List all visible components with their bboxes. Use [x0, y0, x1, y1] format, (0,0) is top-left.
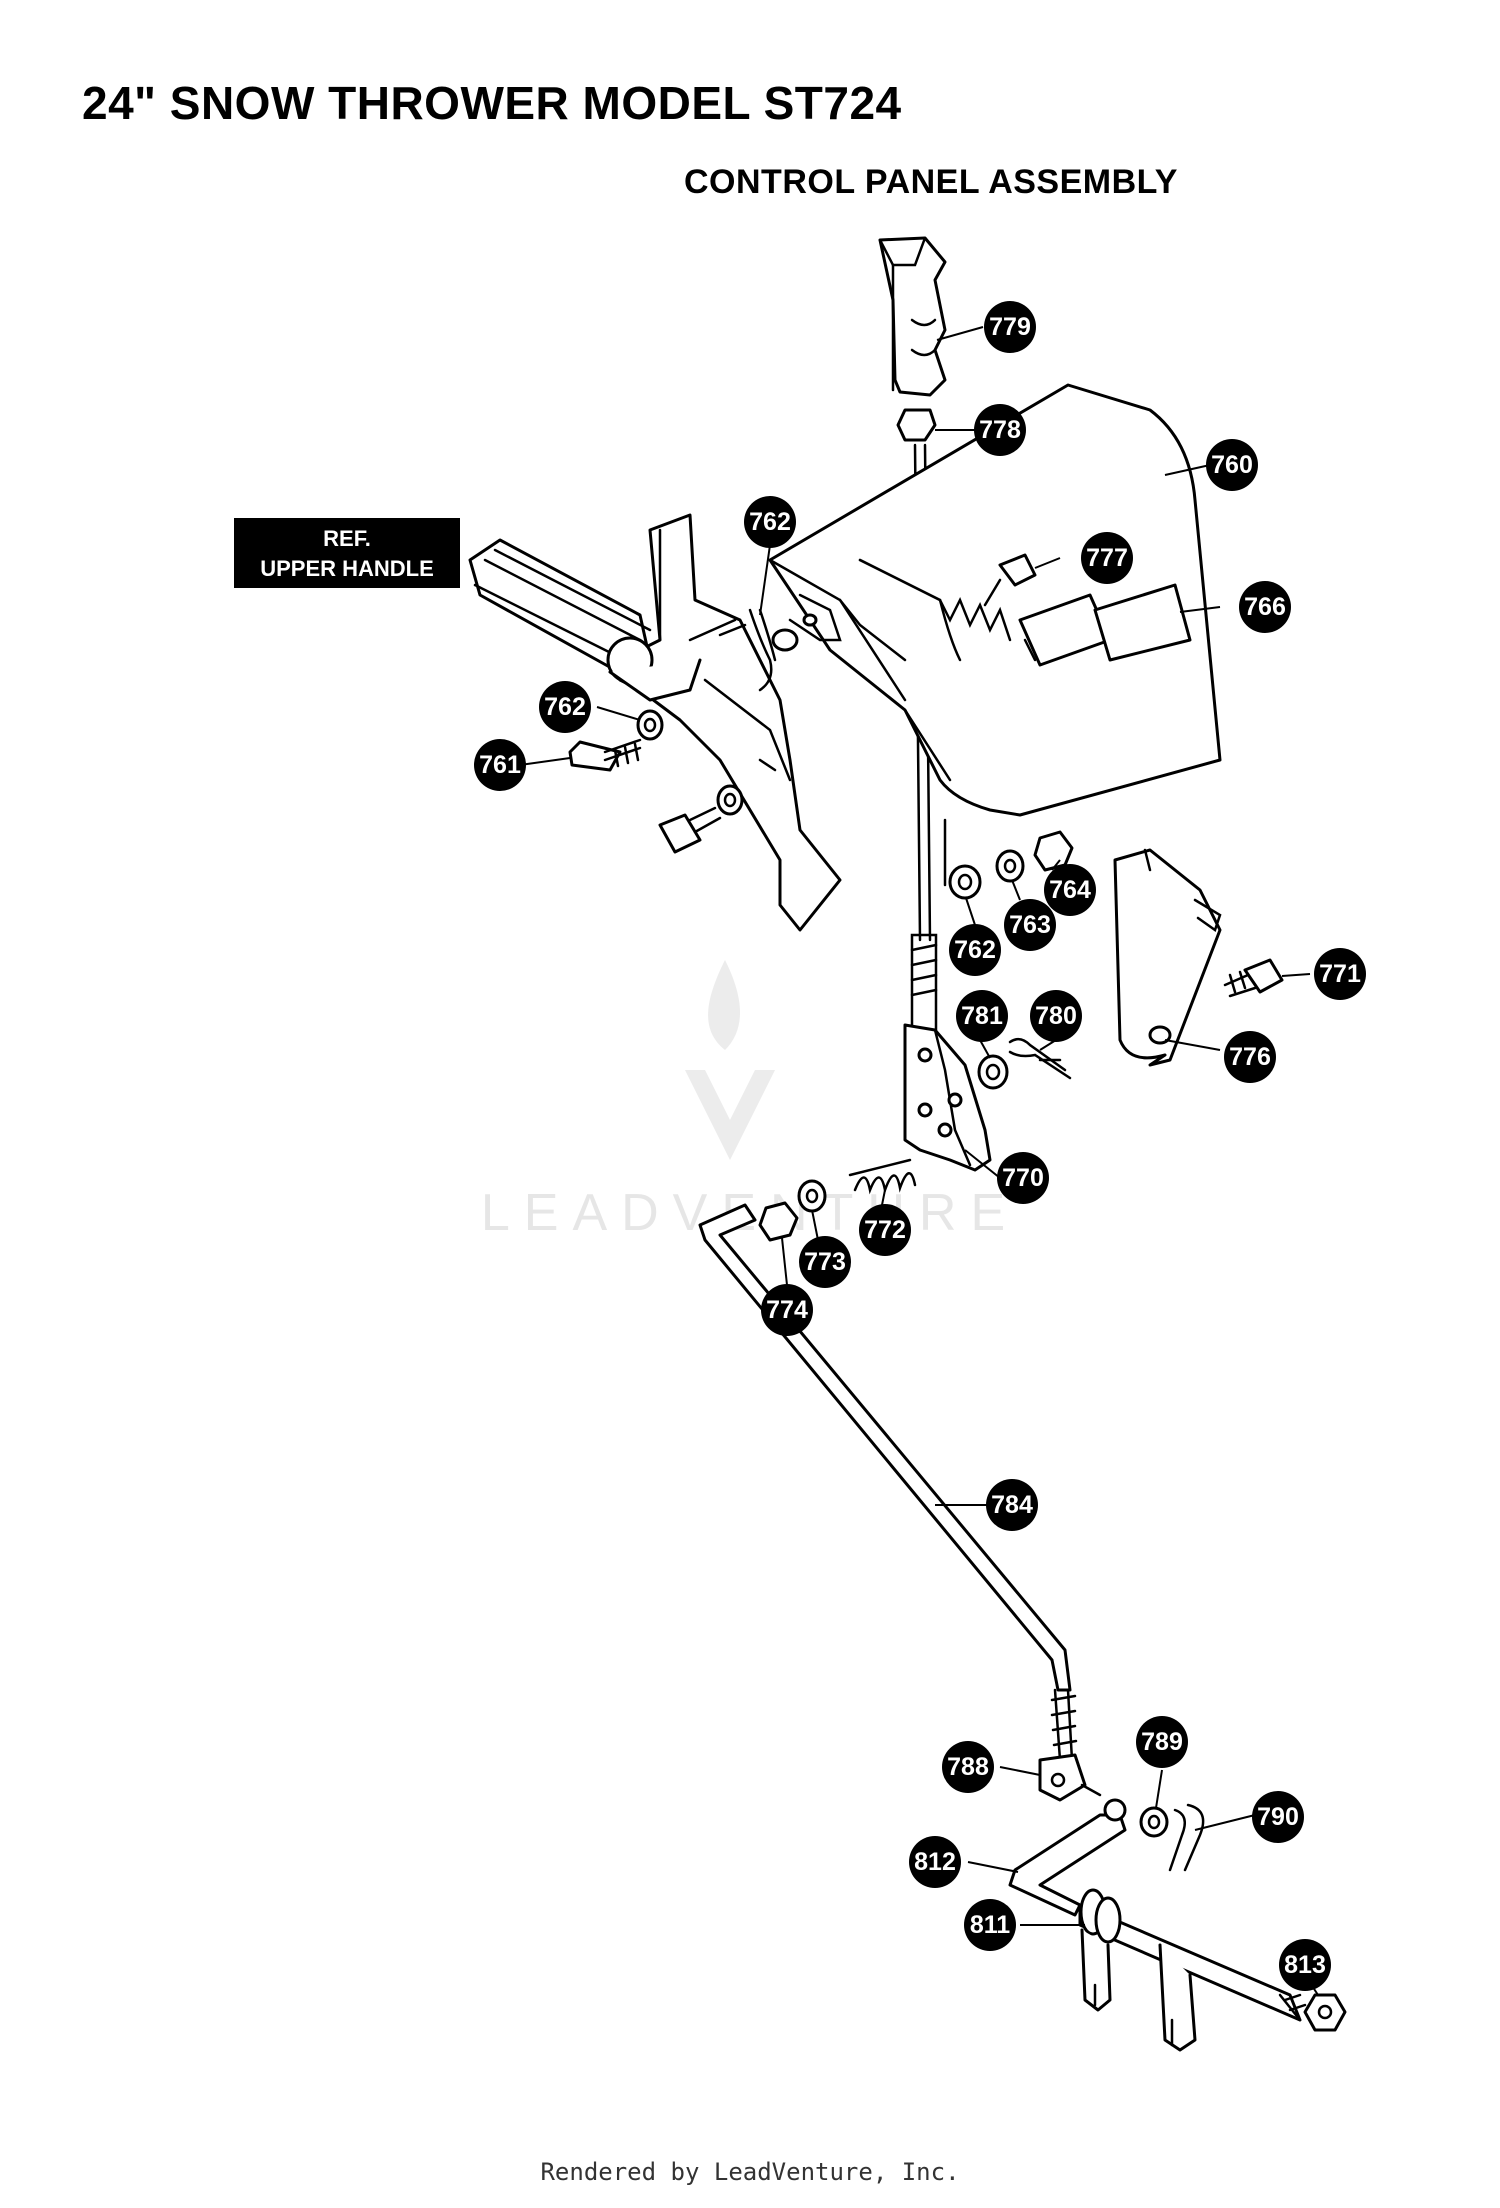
callout-762[interactable]: 762 [539, 681, 591, 733]
callouts: 779 778 760 762 777 766 762 761 764 763 … [474, 301, 1366, 1991]
spring-clip[interactable] [748, 608, 818, 692]
callout-763[interactable]: 763 [1004, 899, 1056, 951]
svg-text:772: 772 [864, 1216, 906, 1244]
svg-text:779: 779 [989, 313, 1031, 341]
control-panel[interactable] [768, 383, 1222, 817]
shift-shaft-assembly[interactable] [1008, 1798, 1347, 2052]
svg-text:790: 790 [1257, 1803, 1299, 1831]
callout-778[interactable]: 778 [974, 404, 1026, 456]
svg-text:760: 760 [1211, 451, 1253, 479]
callout-762[interactable]: 762 [949, 924, 1001, 976]
hairpin-clip[interactable] [977, 1037, 1072, 1090]
svg-text:762: 762 [749, 508, 791, 536]
callout-766[interactable]: 766 [1239, 581, 1291, 633]
callout-790[interactable]: 790 [1252, 1791, 1304, 1843]
shift-handle-grip[interactable] [878, 236, 947, 397]
callout-761[interactable]: 761 [474, 739, 526, 791]
svg-text:781: 781 [961, 1002, 1003, 1030]
washer-stack[interactable] [943, 818, 1074, 900]
svg-text:788: 788 [947, 1753, 989, 1781]
upper-handle[interactable] [468, 538, 702, 702]
washer-and-clip[interactable] [1139, 1803, 1205, 1872]
reference-label-line2: UPPER HANDLE [260, 556, 434, 581]
shift-decal[interactable] [1018, 583, 1192, 667]
callout-779[interactable]: 779 [984, 301, 1036, 353]
callout-771[interactable]: 771 [1314, 948, 1366, 1000]
callout-770[interactable]: 770 [997, 1152, 1049, 1204]
svg-text:762: 762 [954, 936, 996, 964]
svg-text:811: 811 [970, 1911, 1010, 1939]
shift-plate[interactable] [903, 1023, 992, 1172]
svg-text:784: 784 [991, 1491, 1033, 1519]
reference-label: REF. UPPER HANDLE [234, 518, 460, 588]
callout-773[interactable]: 773 [799, 1236, 851, 1288]
callout-811[interactable]: 811 [964, 1899, 1016, 1951]
callout-784[interactable]: 784 [986, 1479, 1038, 1531]
callout-776[interactable]: 776 [1224, 1031, 1276, 1083]
svg-text:812: 812 [914, 1848, 956, 1876]
svg-text:763: 763 [1009, 911, 1051, 939]
pivot-bolt[interactable] [568, 709, 664, 772]
svg-text:780: 780 [1035, 1002, 1077, 1030]
callout-813[interactable]: 813 [1279, 1939, 1331, 1991]
shift-bracket-plate[interactable] [1113, 848, 1222, 1067]
handle-nut[interactable] [896, 408, 937, 442]
callout-780[interactable]: 780 [1030, 990, 1082, 1042]
svg-text:777: 777 [1086, 544, 1128, 572]
callout-764[interactable]: 764 [1044, 864, 1096, 916]
svg-text:778: 778 [979, 416, 1021, 444]
svg-text:761: 761 [479, 751, 521, 779]
callout-762[interactable]: 762 [744, 496, 796, 548]
bracket-bolt[interactable] [1223, 958, 1284, 998]
callout-772[interactable]: 772 [859, 1204, 911, 1256]
footer-credit: Rendered by LeadVenture, Inc. [540, 2158, 960, 2186]
callout-781[interactable]: 781 [956, 990, 1008, 1042]
svg-text:813: 813 [1284, 1951, 1326, 1979]
svg-text:771: 771 [1319, 960, 1361, 988]
callout-774[interactable]: 774 [761, 1284, 813, 1336]
ferrule[interactable] [1038, 1753, 1102, 1802]
svg-text:774: 774 [766, 1296, 808, 1324]
svg-text:776: 776 [1229, 1043, 1271, 1071]
diagram-subtitle: CONTROL PANEL ASSEMBLY [684, 163, 1178, 201]
svg-text:789: 789 [1141, 1728, 1183, 1756]
svg-text:766: 766 [1244, 593, 1286, 621]
callout-760[interactable]: 760 [1206, 439, 1258, 491]
decal-screw[interactable] [983, 553, 1037, 607]
callout-812[interactable]: 812 [909, 1836, 961, 1888]
callout-789[interactable]: 789 [1136, 1716, 1188, 1768]
spring-assembly[interactable] [758, 1158, 917, 1242]
callout-788[interactable]: 788 [942, 1741, 994, 1793]
svg-text:770: 770 [1002, 1164, 1044, 1192]
page-title: 24" SNOW THROWER MODEL ST724 [82, 77, 902, 129]
reference-label-line1: REF. [323, 526, 371, 551]
callout-777[interactable]: 777 [1081, 532, 1133, 584]
svg-text:762: 762 [544, 693, 586, 721]
svg-text:773: 773 [804, 1248, 846, 1276]
svg-text:764: 764 [1049, 876, 1091, 904]
lower-bolt[interactable] [658, 784, 744, 854]
